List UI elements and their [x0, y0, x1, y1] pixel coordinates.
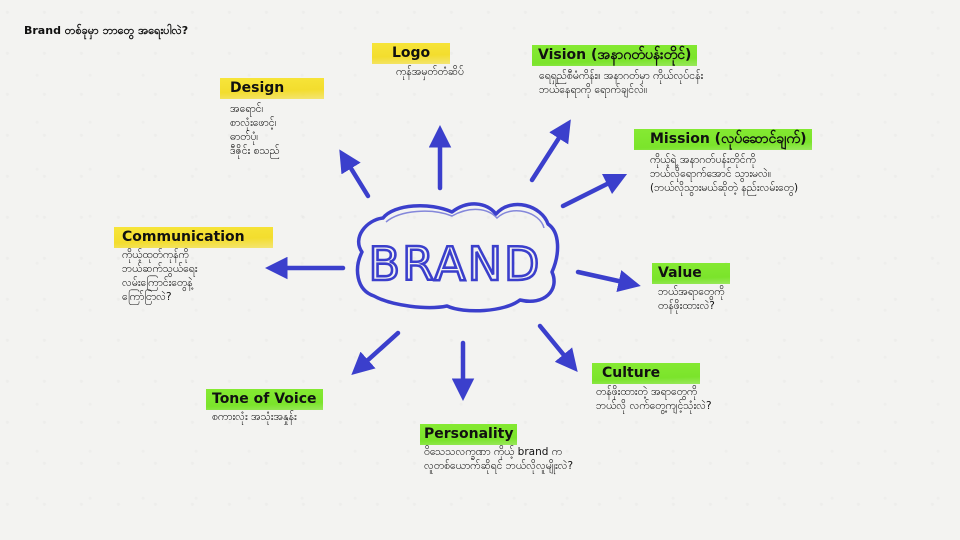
logo-description: ကုန်အမှတ်တံဆိပ်	[396, 66, 464, 78]
arrow-to-mission	[560, 173, 628, 209]
node-communication: Communication ကိုယ့်ထုတ်ကုန်ကို ဘယ်ဆက်သွ…	[114, 226, 273, 304]
arrow-to-value	[575, 269, 641, 293]
mission-heading: Mission (လုပ်ဆောင်ချက်)	[634, 129, 813, 150]
node-value: Value ဘယ်အရာတွေကို တန်ဖိုးထားလဲ?	[652, 262, 730, 313]
arrow-to-culture	[537, 323, 578, 372]
vision-heading: Vision (အနာဂတ်ပန်းတိုင်)	[532, 45, 698, 66]
node-vision: Vision (အနာဂတ်ပန်းတိုင်) ရေရှည်စီမံကိန်း…	[532, 44, 703, 97]
vision-description: ရေရှည်စီမံကိန်း။ အနာဂတ်မှာ ကိုယ်လုပ်ငန်း…	[539, 70, 704, 96]
arrow-to-design	[339, 149, 371, 199]
brand-cloud-outline	[355, 202, 560, 313]
logo-heading: Logo	[372, 43, 451, 64]
communication-heading: Communication	[114, 227, 273, 248]
node-logo: Logo ကုန်အမှတ်တံဆိပ်	[372, 42, 464, 79]
node-culture: Culture တန်ဖိုးထားတဲ့ အရာတွေကို ဘယ်လို လ…	[592, 362, 712, 413]
node-design: Design အရောင်၊ စာလုံးဖောင့်၊ ဓာတ်ပုံ၊ ဒီ…	[220, 77, 325, 158]
value-heading: Value	[652, 263, 730, 284]
tone-heading: Tone of Voice	[206, 389, 323, 410]
arrow-to-vision	[529, 119, 571, 183]
page-title: Brand တစ်ခုမှာ ဘာတွေ အရေးပါလဲ?	[24, 24, 189, 37]
communication-description: ကိုယ့်ထုတ်ကုန်ကို ဘယ်ဆက်သွယ်ရေး လမ်းကြော…	[122, 249, 198, 303]
culture-description: တန်ဖိုးထားတဲ့ အရာတွေကို ဘယ်လို လက်တွေ့ကျ…	[596, 386, 712, 412]
tone-description: စကားလုံး အသုံးအနှုန်း	[212, 411, 297, 423]
design-description: အရောင်၊ စာလုံးဖောင့်၊ ဓာတ်ပုံ၊ ဒီဇိုင်း …	[230, 103, 280, 157]
mission-description: ကိုယ့်ရဲ့ အနာဂတ်ပန်းတိုင်ကို ဘယ်လိုရောက်…	[650, 154, 799, 194]
node-personality: Personality ဝိသေသလက္ခဏာ ကိုယ့် brand က လ…	[420, 423, 573, 473]
design-heading: Design	[220, 78, 325, 99]
personality-description: ဝိသေသလက္ခဏာ ကိုယ့် brand က လူတစ်ယောက်ဆို…	[424, 446, 574, 472]
arrow-to-tone	[351, 330, 401, 376]
node-tone-of-voice: Tone of Voice စကားလုံး အသုံးအနှုန်း	[206, 388, 323, 424]
culture-heading: Culture	[592, 363, 701, 384]
node-mission: Mission (လုပ်ဆောင်ချက်) ကိုယ့်ရဲ့ အနာဂတ်…	[634, 128, 813, 195]
brand-center-label: BRAND	[369, 237, 542, 291]
value-description: ဘယ်အရာတွေကို တန်ဖိုးထားလဲ?	[658, 286, 725, 312]
personality-heading: Personality	[420, 424, 518, 445]
